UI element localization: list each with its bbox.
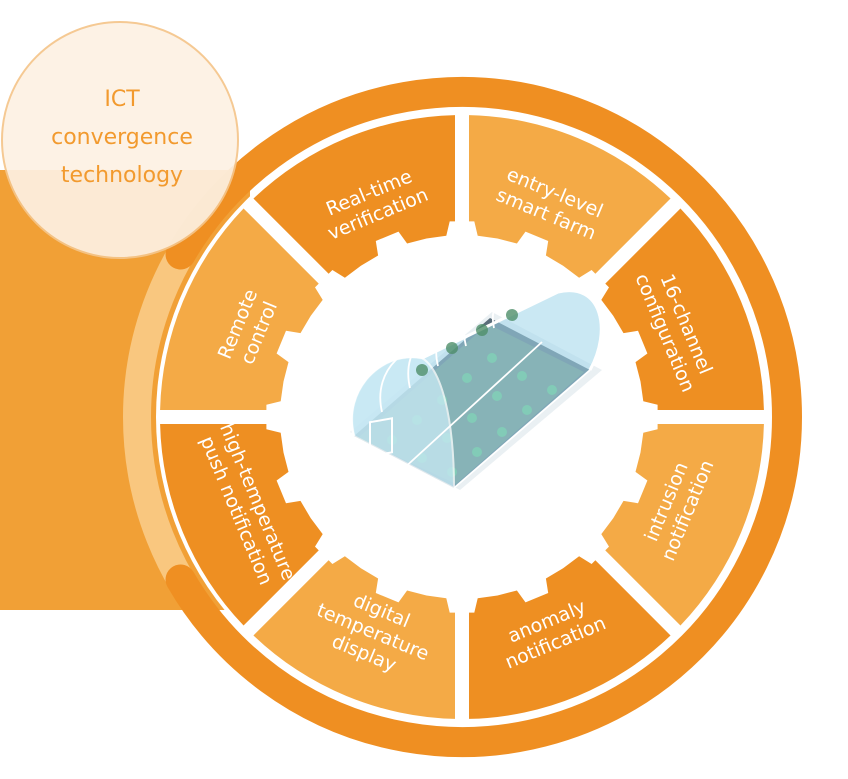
badge-line-2: convergence xyxy=(51,125,193,150)
ict-badge: ICT convergence technology xyxy=(1,21,239,259)
outer-ring-dark xyxy=(165,77,802,757)
badge-line-3: technology xyxy=(61,163,183,188)
badge-line-1: ICT xyxy=(104,87,140,112)
greenhouse-icon xyxy=(350,285,603,490)
